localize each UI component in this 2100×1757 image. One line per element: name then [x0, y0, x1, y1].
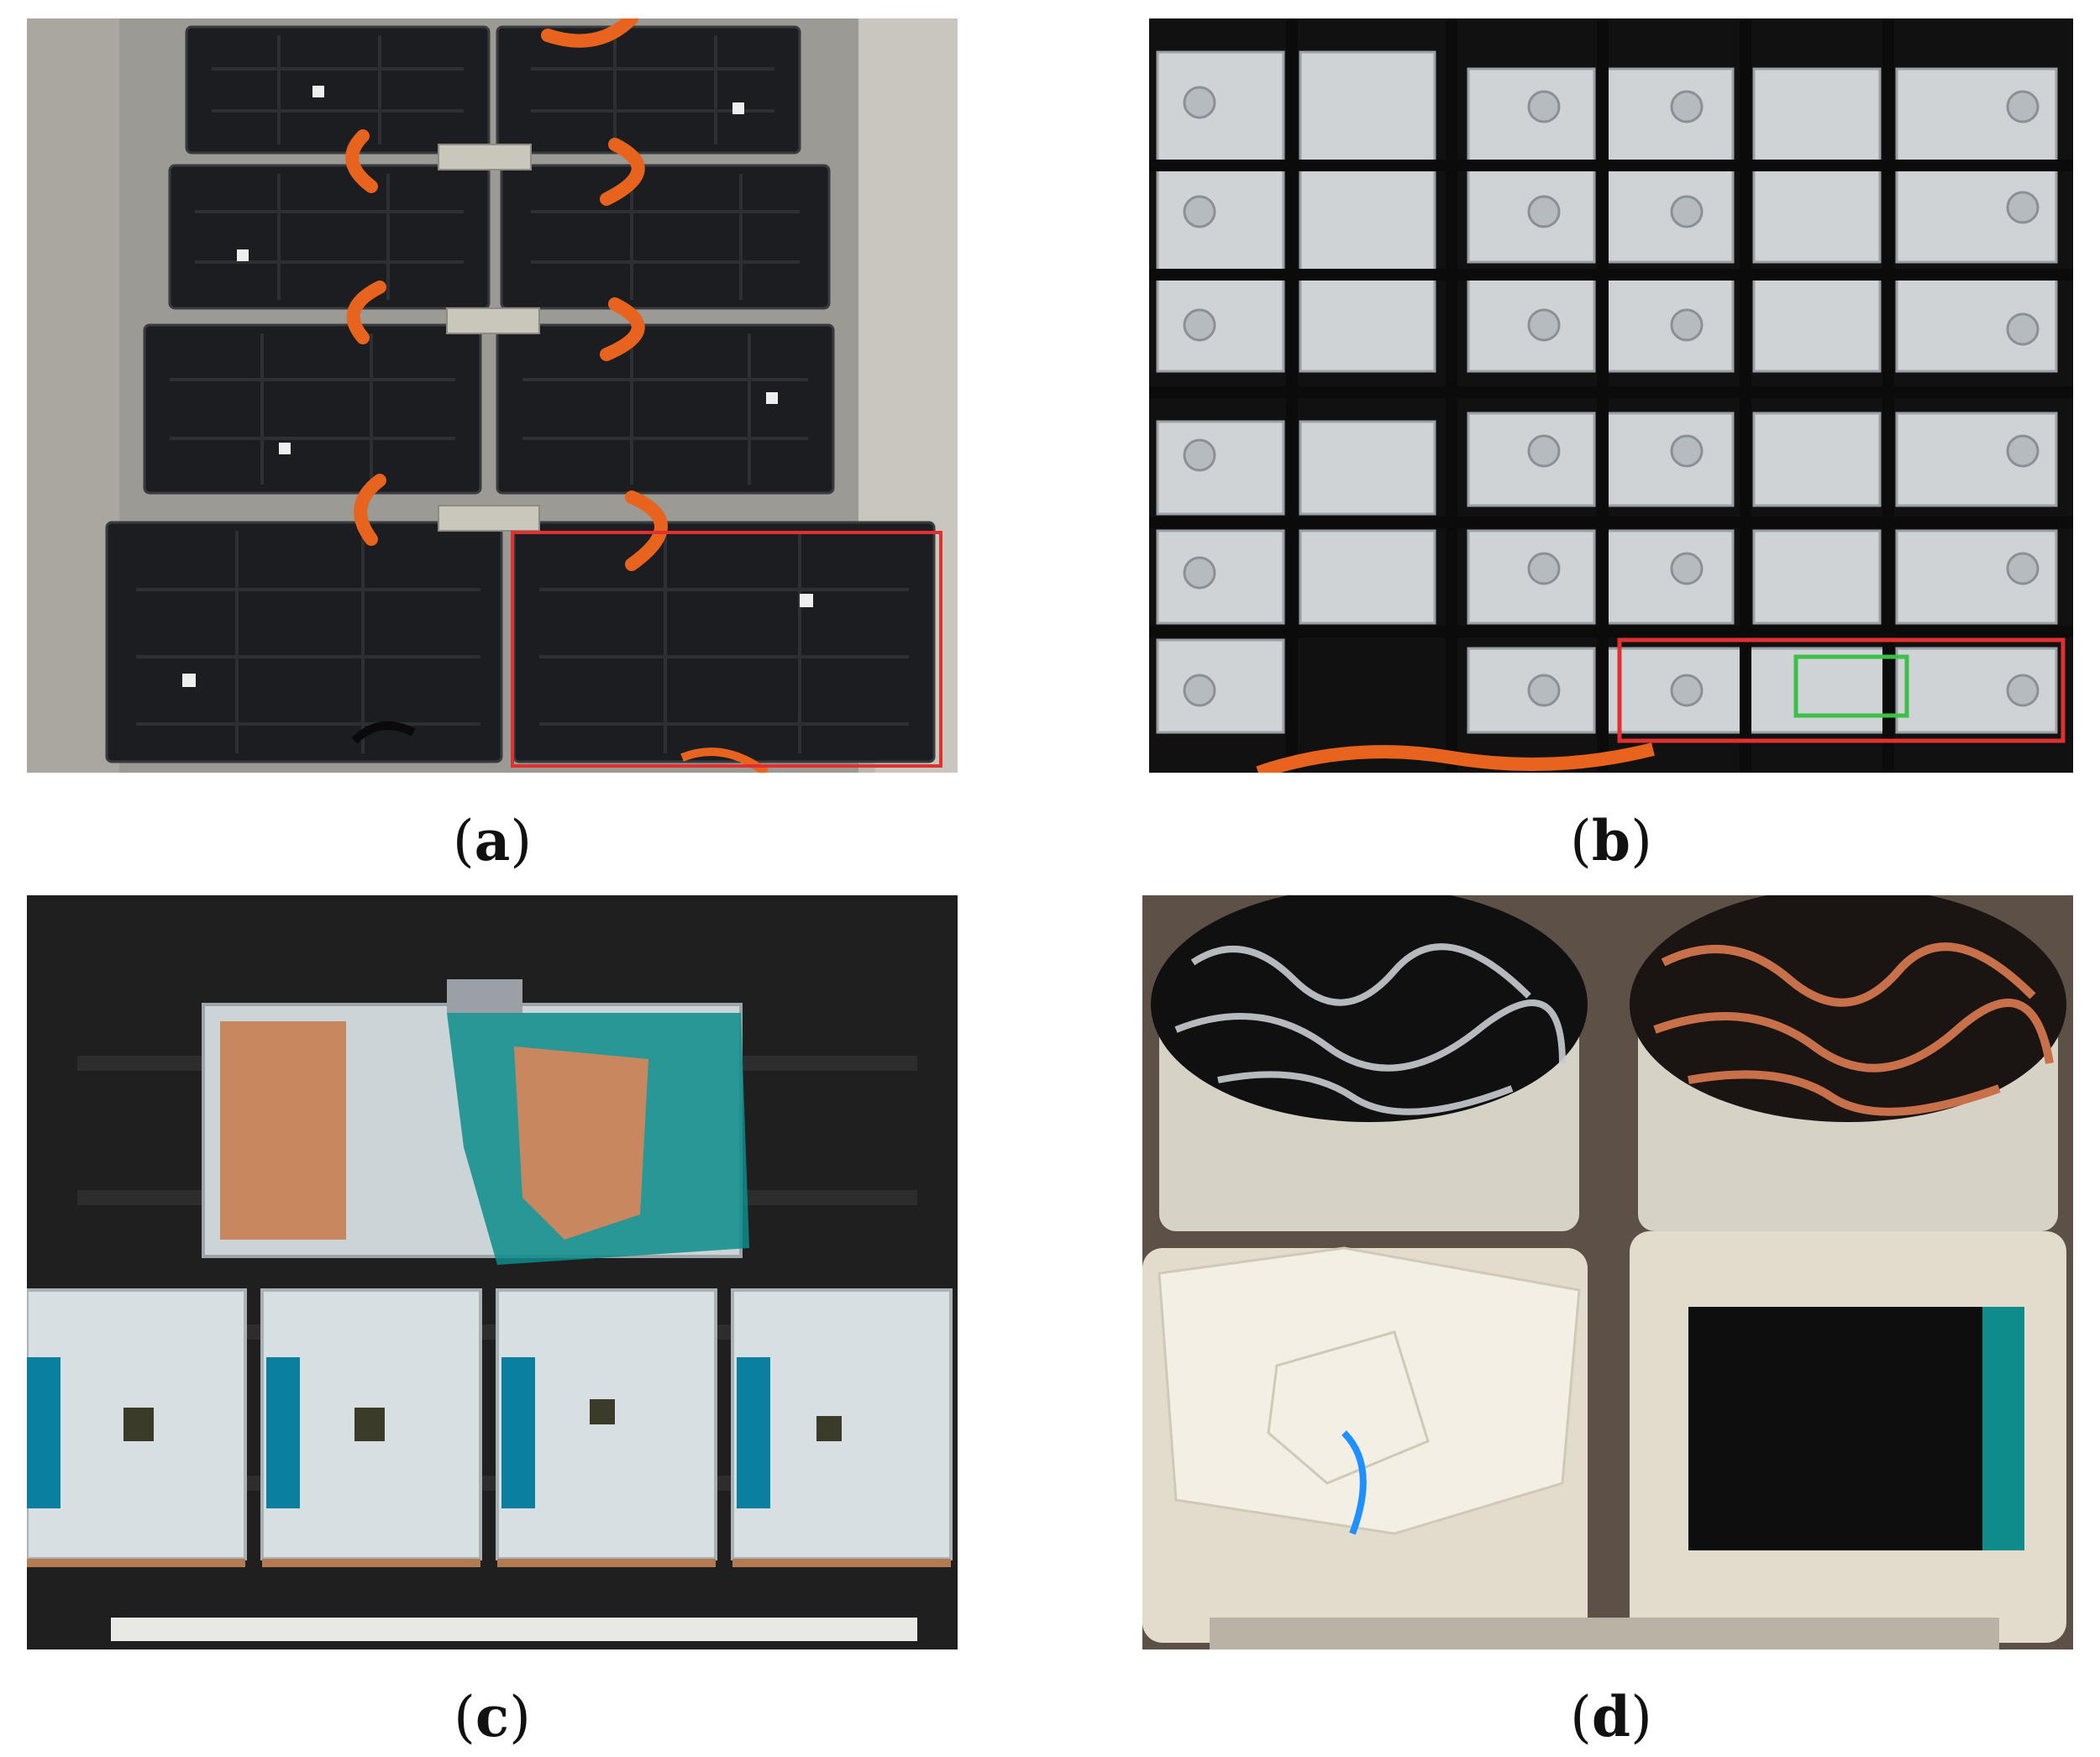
- disassembled-cells-illustration: [27, 895, 958, 1649]
- highlight-box-red: [511, 531, 942, 768]
- photo-battery-pack: [27, 18, 958, 773]
- highlight-box-red: [1617, 637, 2066, 743]
- caption-b: (b): [1570, 808, 1652, 873]
- sorted-materials-illustration: [1142, 895, 2073, 1649]
- caption-d: (d): [1570, 1684, 1652, 1749]
- photo-module-cells: [1149, 18, 2073, 773]
- photo-disassembled-cells: [27, 895, 958, 1649]
- highlight-box-green: [1793, 654, 1909, 718]
- photo-sorted-materials: [1142, 895, 2073, 1649]
- module-cells-illustration: [1149, 18, 2073, 773]
- caption-a: (a): [452, 808, 533, 873]
- caption-c: (c): [454, 1684, 531, 1749]
- battery-pack-illustration: [27, 18, 958, 773]
